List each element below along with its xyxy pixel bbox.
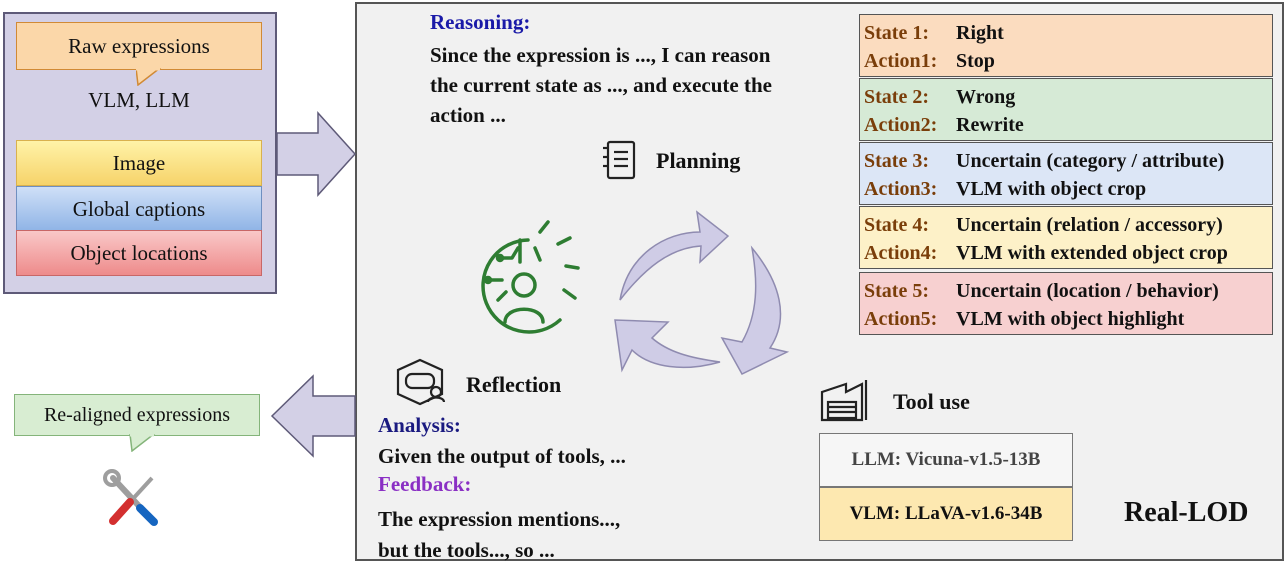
action-key: Action2: bbox=[864, 114, 938, 136]
state-value: Uncertain (location / behavior) bbox=[956, 280, 1219, 302]
action-key: Action3: bbox=[864, 178, 938, 200]
action-key: Action1: bbox=[864, 50, 938, 72]
brain-gear-icon bbox=[481, 220, 580, 334]
state-value: Wrong bbox=[956, 86, 1016, 108]
cycle-arrow-top bbox=[619, 210, 730, 301]
input-captions-label: Global captions bbox=[72, 196, 206, 221]
tools-icon bbox=[103, 469, 158, 526]
input-arrow bbox=[276, 111, 357, 197]
reasoning-line: the current state as ..., and execute th… bbox=[430, 73, 772, 97]
vlm-tool-label: VLM: LLaVA-v1.6-34B bbox=[849, 503, 1043, 524]
reasoning-text: Since the expression is ..., I can reaso… bbox=[430, 40, 850, 130]
analysis-title: Analysis: bbox=[378, 413, 461, 437]
state-box-3: State 3: Uncertain (category / attribute)… bbox=[859, 142, 1273, 205]
input-locations-row: Object locations bbox=[16, 230, 262, 276]
input-image-label: Image bbox=[112, 150, 166, 175]
reasoning-title: Reasoning: bbox=[430, 10, 531, 34]
action-key: Action5: bbox=[864, 308, 938, 330]
feedback-line: but the tools..., so ... bbox=[378, 538, 555, 562]
models-label: VLM, LLM bbox=[88, 88, 190, 112]
state-key: State 3: bbox=[864, 150, 929, 172]
state-key: State 2: bbox=[864, 86, 929, 108]
input-image-row: Image bbox=[16, 140, 262, 186]
action-value: VLM with extended object crop bbox=[956, 242, 1228, 264]
state-key: State 4: bbox=[864, 214, 929, 236]
raw-expressions-label: Raw expressions bbox=[68, 33, 210, 58]
state-box-2: State 2: Wrong Action2: Rewrite bbox=[859, 78, 1273, 141]
state-box-5: State 5:Uncertain (location / behavior) … bbox=[859, 272, 1273, 335]
tool-use-label: Tool use bbox=[893, 389, 970, 414]
action-value: VLM with object highlight bbox=[956, 308, 1185, 330]
state-key: State 5: bbox=[864, 280, 929, 302]
feedback-title: Feedback: bbox=[378, 472, 472, 496]
llm-tool-label: LLM: Vicuna-v1.5-13B bbox=[851, 449, 1041, 470]
realigned-expressions-label: Re-aligned expressions bbox=[43, 403, 231, 426]
bubble-tail bbox=[129, 434, 156, 452]
cycle-arrows bbox=[614, 210, 790, 375]
cycle-arrow-left bbox=[614, 319, 721, 373]
reasoning-line: Since the expression is ..., I can reaso… bbox=[430, 43, 771, 67]
llm-tool-box: LLM: Vicuna-v1.5-13B bbox=[819, 433, 1073, 487]
action-value: VLM with object crop bbox=[956, 178, 1147, 200]
analysis-text: Given the output of tools, ... bbox=[378, 444, 626, 468]
factory-icon bbox=[820, 380, 868, 422]
state-value: Uncertain (relation / accessory) bbox=[956, 214, 1223, 236]
feedback-text: The expression mentions..., but the tool… bbox=[378, 504, 708, 566]
notebook-icon bbox=[603, 140, 636, 180]
state-box-1: State 1: Right Action1: Stop bbox=[859, 14, 1273, 77]
vlm-tool-box: VLM: LLaVA-v1.6-34B bbox=[819, 487, 1073, 541]
chat-hexagon-icon bbox=[396, 358, 446, 406]
state-value: Right bbox=[956, 22, 1004, 44]
output-arrow bbox=[270, 374, 356, 458]
state-value: Uncertain (category / attribute) bbox=[956, 150, 1225, 172]
input-locations-label: Object locations bbox=[70, 240, 208, 265]
action-value: Stop bbox=[956, 50, 995, 72]
reasoning-line: action ... bbox=[430, 103, 506, 127]
planning-label: Planning bbox=[656, 148, 741, 173]
feedback-line: The expression mentions..., bbox=[378, 507, 621, 531]
realigned-expressions-bubble: Re-aligned expressions bbox=[14, 394, 260, 436]
state-box-4: State 4: Uncertain (relation / accessory)… bbox=[859, 206, 1273, 269]
reflection-label: Reflection bbox=[466, 372, 562, 397]
brand-label: Real-LOD bbox=[1124, 497, 1249, 528]
state-key: State 1: bbox=[864, 22, 929, 44]
cycle-arrow-right bbox=[720, 245, 790, 375]
action-value: Rewrite bbox=[956, 114, 1024, 136]
bubble-tail bbox=[136, 68, 162, 86]
action-key: Action4: bbox=[864, 242, 938, 264]
raw-expressions-bubble: Raw expressions bbox=[16, 22, 262, 70]
